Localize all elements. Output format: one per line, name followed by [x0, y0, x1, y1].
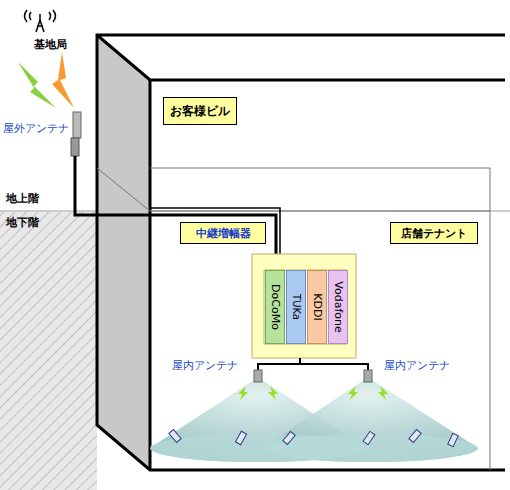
box-title: お客様ビル	[170, 103, 230, 120]
indoor-antenna	[254, 370, 262, 382]
building-label-box: お客様ビル	[163, 97, 237, 125]
box-title: 中継増幅器	[196, 226, 251, 241]
indoor-cable	[300, 364, 368, 372]
tenant-label-box: 店舗テナント	[390, 222, 478, 244]
building-outline	[97, 35, 505, 470]
carrier-column: DoCoMo	[265, 270, 285, 344]
coax-cable	[75, 156, 276, 256]
carrier-name: TUKa	[291, 294, 302, 320]
antenna-label: 屋内アンテナ	[172, 359, 238, 372]
indoor-cable	[258, 358, 300, 372]
building-wall	[97, 35, 150, 470]
carrier-column: KDDI	[307, 270, 327, 344]
carrier-column: Vodafone	[328, 270, 348, 344]
carrier-name: DoCoMo	[269, 284, 282, 330]
ground-hatch	[0, 212, 97, 490]
indoor-antenna	[364, 370, 372, 382]
outdoor-antenna-mount	[71, 138, 79, 156]
radio-wave	[18, 62, 56, 108]
signal-arrows	[238, 386, 388, 400]
radio-wave	[52, 52, 74, 108]
floor-label: 地下階	[6, 216, 39, 229]
carrier-name: KDDI	[311, 293, 324, 320]
floor-lines	[97, 168, 490, 470]
outdoor-antenna	[73, 112, 81, 138]
repeater-frame	[252, 254, 356, 358]
box-title: 店舗テナント	[401, 226, 467, 241]
station-label: 基地局	[34, 38, 67, 51]
mobile-phones	[169, 429, 458, 446]
coverage-cone	[262, 380, 478, 462]
repeater-label-box: 中継増幅器	[180, 222, 266, 244]
carrier-column: TUKa	[286, 270, 306, 344]
carrier-name: Vodafone	[332, 281, 345, 332]
base-station-tower	[25, 10, 56, 32]
coax-cable	[150, 208, 280, 256]
antenna-label: 屋内アンテナ	[384, 359, 450, 372]
antenna-label: 屋外アンテナ	[3, 122, 69, 135]
floor-label: 地上階	[6, 192, 39, 205]
